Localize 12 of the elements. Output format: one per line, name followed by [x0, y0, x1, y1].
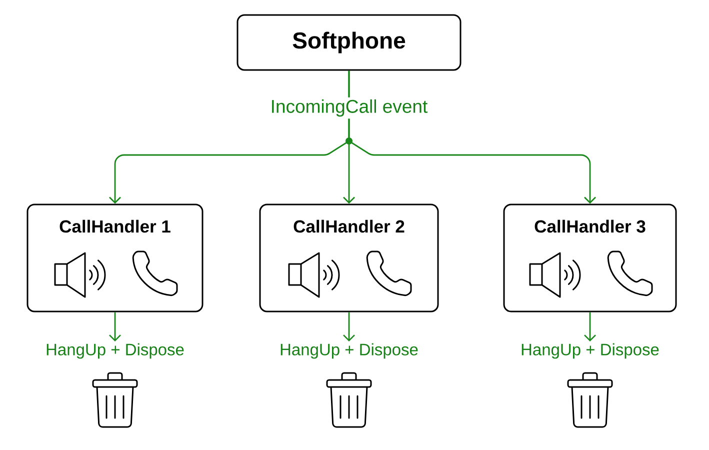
arrow — [343, 312, 355, 342]
action-label: HangUp + Dispose — [280, 343, 418, 359]
action-label: HangUp + Dispose — [46, 343, 184, 359]
action-label: HangUp + Dispose — [522, 343, 659, 359]
handler-box: CallHandler 1 — [26, 204, 204, 312]
handler-box: CallHandler 2 — [259, 204, 439, 312]
arrow — [348, 70, 596, 204]
edge-label: IncomingCall event — [268, 97, 430, 119]
handler-box: CallHandler 3 — [503, 204, 677, 312]
component-box: Softphone — [236, 14, 462, 71]
arrow — [584, 312, 596, 342]
arrow — [109, 312, 121, 342]
